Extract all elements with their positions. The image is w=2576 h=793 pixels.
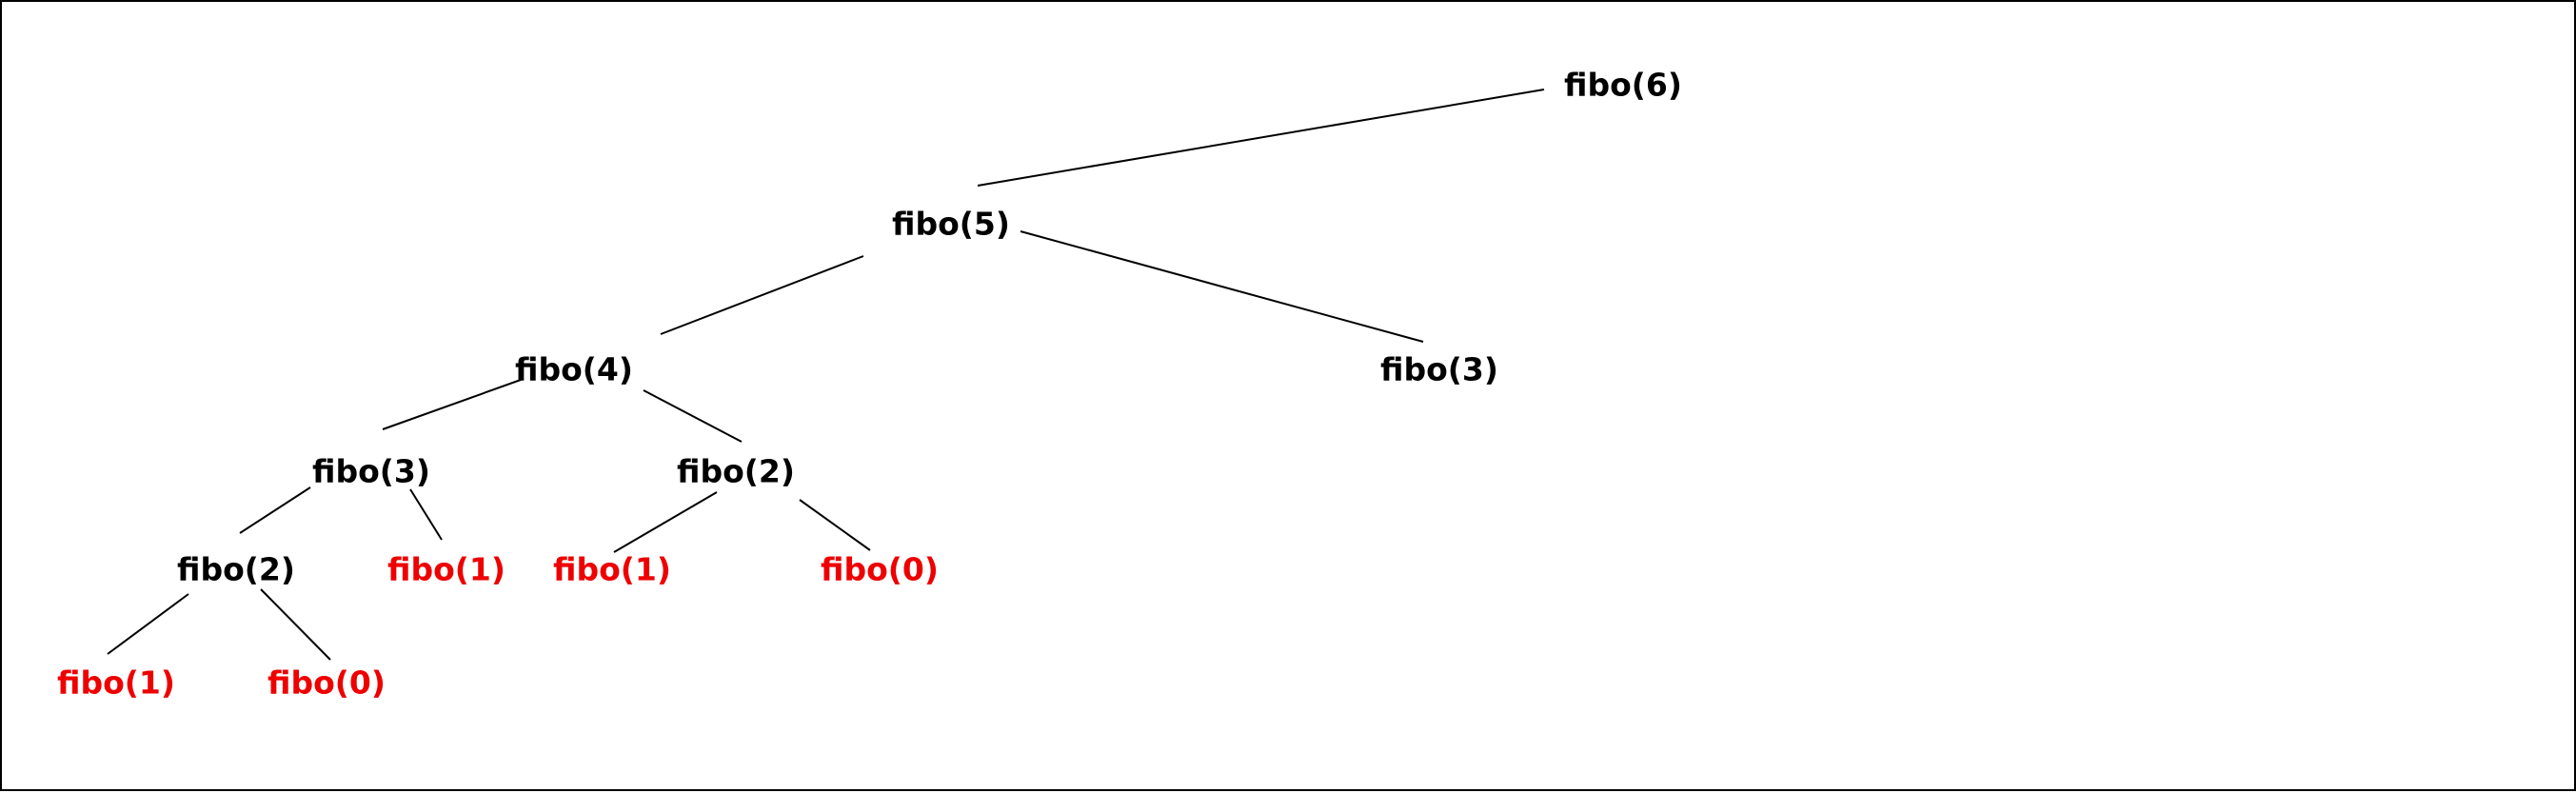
tree-node-n3: fibo(3) bbox=[312, 452, 430, 490]
edge-n3-n2 bbox=[239, 486, 311, 534]
edge-n5-n3r bbox=[1020, 230, 1424, 343]
edge-n5-n4 bbox=[660, 255, 864, 335]
tree-node-n0b: fibo(0) bbox=[268, 664, 386, 702]
tree-node-n4: fibo(4) bbox=[515, 350, 633, 388]
edge-n2r-n0a bbox=[799, 499, 871, 551]
tree-node-n6: fibo(6) bbox=[1564, 66, 1682, 104]
edge-n2r-n1b bbox=[613, 491, 718, 553]
tree-node-n1c: fibo(1) bbox=[57, 664, 175, 702]
edge-n2-n1c bbox=[107, 593, 189, 655]
tree-node-n0a: fibo(0) bbox=[821, 550, 939, 588]
tree-node-n1b: fibo(1) bbox=[553, 550, 671, 588]
tree-node-n1a: fibo(1) bbox=[387, 550, 505, 588]
tree-node-n2: fibo(2) bbox=[177, 550, 295, 588]
edge-n4-n3 bbox=[382, 379, 522, 430]
tree-node-n3r: fibo(3) bbox=[1380, 350, 1498, 388]
edge-n2-n0b bbox=[260, 588, 331, 661]
edge-n6-n5 bbox=[977, 89, 1545, 187]
edge-n3-n1a bbox=[409, 488, 443, 541]
tree-node-n2r: fibo(2) bbox=[677, 452, 795, 490]
edge-n4-n2r bbox=[643, 389, 743, 443]
tree-node-n5: fibo(5) bbox=[892, 205, 1010, 243]
